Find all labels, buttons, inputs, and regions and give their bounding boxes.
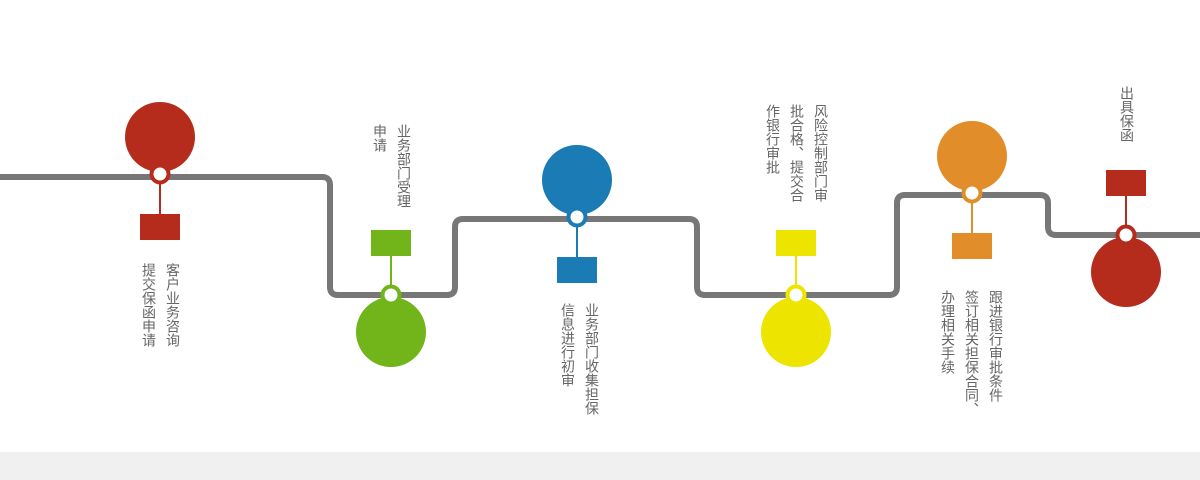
step-label: 客户业务咨询 (164, 263, 180, 347)
step-ring (566, 206, 588, 228)
step-ring (380, 284, 402, 306)
step-label: 签订相关担保合同、 (963, 290, 979, 416)
step-label: 出具保函 (1118, 86, 1134, 142)
step-circle (1091, 237, 1161, 307)
step-label: 申请 (371, 124, 387, 152)
footer-band (0, 452, 1200, 480)
step-label: 提交保函申请 (140, 263, 156, 347)
step-ring (785, 284, 807, 306)
step-marker-square (1106, 170, 1146, 196)
step-label: 办理相关手续 (939, 290, 955, 374)
step-label: 跟进银行审批条件 (987, 290, 1003, 402)
step-label: 业务部门收集担保 (583, 303, 599, 415)
process-diagram (0, 102, 1200, 367)
step-ring (149, 163, 171, 185)
step-circle (937, 121, 1007, 191)
step-label: 信息进行初审 (559, 303, 575, 387)
step-marker-square (776, 230, 816, 256)
step-marker-square (371, 230, 411, 256)
timeline-track (0, 174, 1200, 298)
step-circle (356, 297, 426, 367)
step-marker-square (557, 257, 597, 283)
step-circle (761, 297, 831, 367)
step-marker-square (140, 214, 180, 240)
step-label: 风险控制部门审 (812, 104, 828, 202)
step-ring (961, 182, 983, 204)
step-label: 作银行审批 (764, 104, 780, 174)
step-label: 批合格、提交合 (788, 104, 804, 202)
step-circle (125, 102, 195, 172)
step-ring (1115, 224, 1137, 246)
step-label: 业务部门受理 (395, 124, 411, 208)
step-circle (542, 145, 612, 215)
step-marker-square (952, 233, 992, 259)
